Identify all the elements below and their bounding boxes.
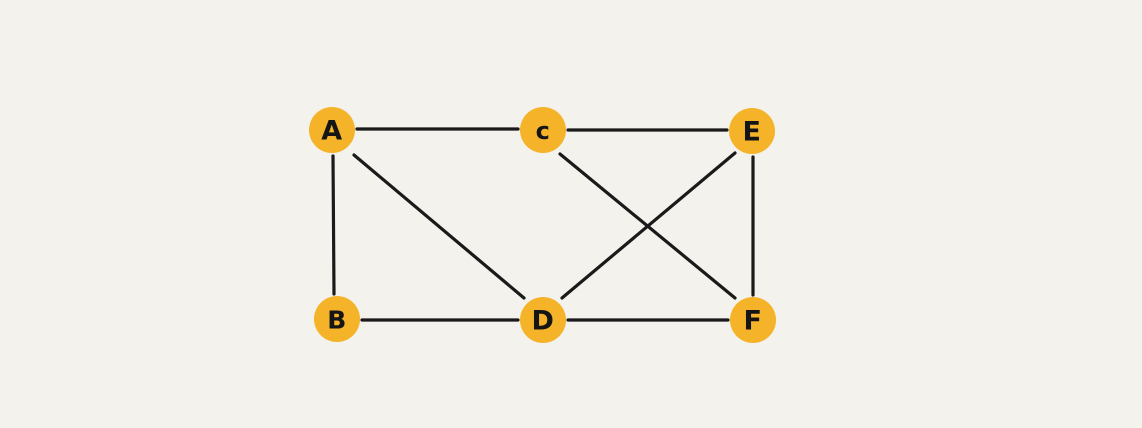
- graph-node-label-d: D: [532, 306, 555, 337]
- graph-node-circle-d[interactable]: [520, 297, 566, 343]
- node-layer: A BcD E F: [309, 107, 776, 343]
- graph-edge-e-d: [560, 151, 737, 300]
- graph-node-label-c: c: [536, 117, 551, 145]
- graph-node-b[interactable]: B: [314, 296, 360, 342]
- graph-node-label-f: F: [744, 306, 763, 337]
- graph-node-c[interactable]: c: [520, 107, 566, 153]
- graph-node-circle-c[interactable]: [520, 107, 566, 153]
- graph-node-circle-f[interactable]: [730, 297, 776, 343]
- graph-node-circle-a[interactable]: [309, 107, 355, 153]
- graph-edge-a-b: [331, 154, 336, 296]
- graph-node-f[interactable]: F: [730, 297, 776, 343]
- graph-node-e[interactable]: E: [729, 108, 775, 154]
- graph-node-d[interactable]: D: [520, 297, 566, 343]
- graph-node-a[interactable]: A: [309, 107, 355, 153]
- graph-node-circle-b[interactable]: [314, 296, 360, 342]
- graph-node-label-e: E: [743, 117, 762, 148]
- graph-node-circle-e[interactable]: [729, 108, 775, 154]
- graph-node-label-b: B: [327, 306, 347, 335]
- edge-layer: [331, 127, 755, 322]
- graph-edge-a-d: [352, 153, 526, 300]
- graph-node-label-a: A: [321, 116, 342, 147]
